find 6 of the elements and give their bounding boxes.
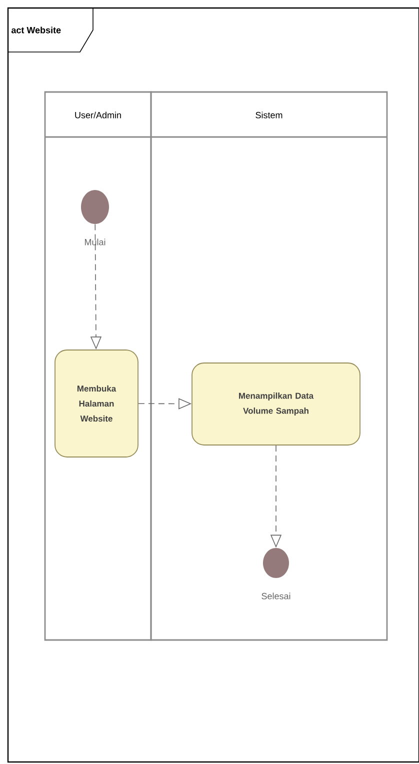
activity-box: Menampilkan Data Volume Sampah <box>192 362 360 446</box>
node-caption: Mulai <box>84 238 106 246</box>
activity-box: Membuka Halaman Website <box>54 350 138 458</box>
end-node <box>263 548 289 578</box>
start-node <box>81 190 109 224</box>
node-caption: Selesai <box>262 592 290 600</box>
